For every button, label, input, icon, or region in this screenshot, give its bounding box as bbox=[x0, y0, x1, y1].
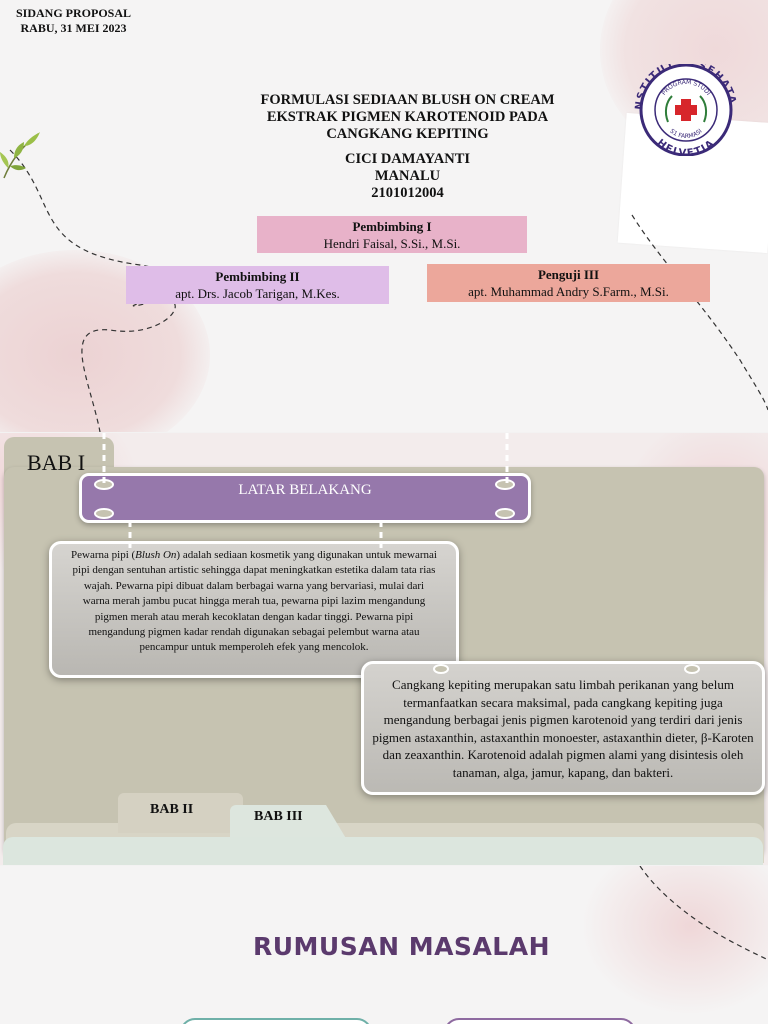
event-header: SIDANG PROPOSAL RABU, 31 MEI 2023 bbox=[6, 6, 141, 36]
pembimbing-1-name: Hendri Faisal, S.Si., M.Si. bbox=[323, 236, 461, 251]
latar-belakang-header: LATAR BELAKANG bbox=[79, 473, 531, 523]
author-name: MANALU bbox=[374, 168, 441, 184]
tab-bab-2-label: BAB II bbox=[150, 802, 194, 817]
author-name: CICI DAMAYANTI bbox=[344, 151, 471, 167]
event-date: RABU, 31 MEI 2023 bbox=[20, 21, 127, 35]
student-id: 2101012004 bbox=[371, 185, 444, 201]
tab-bab-2[interactable]: BAB II bbox=[118, 793, 243, 833]
pembimbing-1-heading: Pembimbing I bbox=[352, 219, 432, 234]
section-heading: RUMUSAN MASALAH bbox=[253, 932, 550, 961]
folder-label: BAB I bbox=[27, 450, 86, 475]
card-1-italic-term: Blush On bbox=[135, 549, 177, 561]
binder-hole bbox=[94, 508, 114, 519]
penguji-3-heading: Penguji III bbox=[537, 267, 600, 282]
folder-layer bbox=[3, 837, 763, 865]
penguji-3-box: Penguji III apt. Muhammad Andry S.Farm.,… bbox=[427, 264, 710, 302]
event-name: SIDANG PROPOSAL bbox=[15, 6, 131, 20]
problem-pill-2 bbox=[444, 1018, 636, 1024]
card-1-text-part: Pewarna pipi ( bbox=[71, 549, 136, 561]
tab-bab-3-label: BAB III bbox=[254, 809, 303, 824]
pembimbing-1-box: Pembimbing I Hendri Faisal, S.Si., M.Si. bbox=[257, 216, 527, 253]
binder-hole bbox=[94, 479, 114, 490]
binder-hole bbox=[495, 508, 515, 519]
card-1-text-part: ) adalah sediaan kosmetik yang digunakan… bbox=[72, 549, 437, 654]
problem-pill-1 bbox=[180, 1018, 372, 1024]
section-header-label: LATAR BELAKANG bbox=[238, 482, 372, 498]
pembimbing-2-heading: Pembimbing II bbox=[215, 269, 300, 284]
title-slide: SIDANG PROPOSAL RABU, 31 MEI 2023 FORMUL… bbox=[0, 0, 768, 432]
bab-1-slide: BAB I BAB II BAB III LATAR BELAKANG Pewa… bbox=[0, 433, 768, 865]
card-2-text: Cangkang kepiting merupakan satu limbah … bbox=[372, 677, 754, 780]
penguji-3-name: apt. Muhammad Andry S.Farm., M.Si. bbox=[468, 284, 669, 299]
title-line: EKSTRAK PIGMEN KAROTENOID PADA bbox=[266, 109, 549, 125]
pembimbing-2-box: Pembimbing II apt. Drs. Jacob Tarigan, M… bbox=[126, 266, 389, 304]
card-1-text: Pewarna pipi (Blush On) adalah sediaan k… bbox=[71, 549, 437, 653]
rumusan-masalah-slide: RUMUSAN MASALAH bbox=[0, 866, 768, 1024]
proposal-title-block: FORMULASI SEDIAAN BLUSH ON CREAM EKSTRAK… bbox=[230, 92, 585, 202]
title-line: CANGKANG KEPITING bbox=[326, 126, 489, 142]
latar-belakang-card-1: Pewarna pipi (Blush On) adalah sediaan k… bbox=[49, 541, 459, 678]
institution-logo: INSTITUT KESEHATAN HELVETIA PROGRAM STUD… bbox=[628, 64, 736, 156]
leaf-icon bbox=[0, 132, 40, 179]
latar-belakang-card-2: Cangkang kepiting merupakan satu limbah … bbox=[361, 661, 765, 795]
title-line: FORMULASI SEDIAAN BLUSH ON CREAM bbox=[260, 92, 555, 108]
binder-hole bbox=[495, 479, 515, 490]
pembimbing-2-name: apt. Drs. Jacob Tarigan, M.Kes. bbox=[175, 286, 340, 301]
